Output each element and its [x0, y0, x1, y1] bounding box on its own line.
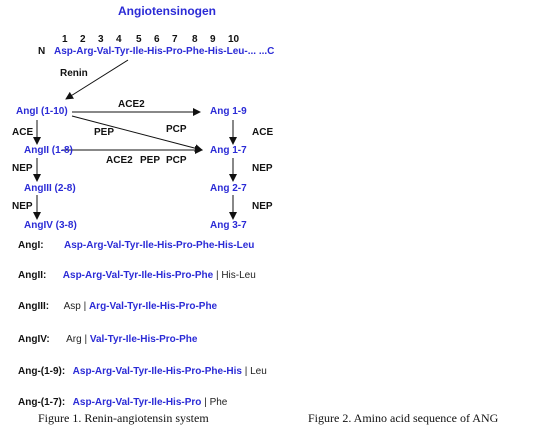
seq-post: Phe: [209, 397, 228, 408]
seq-row-ang2: AngII: Asp-Arg-Val-Tyr-Ile-His-Pro-Phe |…: [18, 265, 256, 283]
seq-label: AngI:: [18, 240, 44, 251]
enzyme-pcp: PCP: [166, 124, 187, 135]
figure-1-caption: Figure 1. Renin-angiotensin system: [38, 411, 209, 425]
node-ang3: AngIII (2-8): [24, 183, 76, 194]
node-ang4: AngIV (3-8): [24, 220, 77, 231]
node-ang37: Ang 3-7: [210, 220, 247, 231]
seq-pre: Arg: [66, 334, 82, 345]
enzyme-ace2-top: ACE2: [118, 99, 145, 110]
position-1: 1: [62, 34, 68, 45]
figure-2-caption: Figure 2. Amino acid sequence of ANG: [308, 411, 499, 425]
node-ang2: AngII (1-8): [24, 145, 73, 156]
position-9: 9: [210, 34, 216, 45]
seq-post: His-Leu: [221, 270, 256, 281]
seq-pre: Asp: [63, 301, 81, 312]
position-3: 3: [98, 34, 104, 45]
seq-row-ang4: AngIV: Arg | Val-Tyr-Ile-His-Pro-Phe: [18, 329, 197, 347]
seq-cleave-bar: |: [201, 397, 210, 408]
seq-main: Arg-Val-Tyr-Ile-His-Pro-Phe: [88, 301, 218, 312]
position-10: 10: [228, 34, 240, 45]
seq-main: Asp-Arg-Val-Tyr-Ile-His-Pro-Phe-His-Leu: [64, 240, 255, 251]
seq-row-ang19: Ang-(1-9): Asp-Arg-Val-Tyr-Ile-His-Pro-P…: [18, 361, 267, 379]
position-8: 8: [192, 34, 198, 45]
node-ang17: Ang 1-7: [210, 145, 247, 156]
position-6: 6: [154, 34, 160, 45]
arrow-pep-pcp: [71, 115, 203, 153]
enzyme-nep-right2: NEP: [252, 201, 273, 212]
position-7: 7: [172, 34, 178, 45]
seq-post: Leu: [250, 366, 267, 377]
seq-main: Val-Tyr-Ile-His-Pro-Phe: [89, 334, 198, 345]
diagram-title: Angiotensinogen: [118, 4, 216, 18]
enzyme-nep-right1: NEP: [252, 163, 273, 174]
enzyme-ace-right: ACE: [252, 127, 274, 138]
enzyme-pep: PEP: [94, 127, 115, 138]
enzyme-pep-mid: PEP: [140, 155, 161, 166]
seq-cleave-bar: |: [241, 366, 251, 377]
seq-main: Asp-Arg-Val-Tyr-Ile-His-Pro-Phe-His: [72, 366, 242, 377]
enzyme-nep-left2: NEP: [12, 201, 33, 212]
seq-cleave-bar: |: [80, 301, 89, 312]
node-ang27: Ang 2-7: [210, 183, 247, 194]
seq-main: Asp-Arg-Val-Tyr-Ile-His-Pro-Phe: [62, 270, 214, 281]
enzyme-ace2-mid: ACE2: [106, 155, 133, 166]
seq-cleave-bar: |: [213, 270, 222, 281]
seq-label: AngIV:: [18, 334, 50, 345]
enzyme-nep-left1: NEP: [12, 163, 33, 174]
position-5: 5: [136, 34, 142, 45]
seq-label: AngIII:: [18, 301, 50, 312]
seq-cleave-bar: |: [81, 334, 90, 345]
seq-row-ang1: AngI: Asp-Arg-Val-Tyr-Ile-His-Pro-Phe-Hi…: [18, 235, 254, 253]
seq-row-ang3: AngIII: Asp | Arg-Val-Tyr-Ile-His-Pro-Ph…: [18, 296, 217, 314]
node-ang1: AngI (1-10): [16, 106, 68, 117]
position-4: 4: [116, 34, 122, 45]
position-2: 2: [80, 34, 86, 45]
node-ang19: Ang 1-9: [210, 106, 247, 117]
enzyme-pcp-mid: PCP: [166, 155, 187, 166]
arrow-renin: [65, 59, 129, 100]
seq-label: Ang-(1-7):: [18, 397, 66, 408]
seq-row-ang17: Ang-(1-7): Asp-Arg-Val-Tyr-Ile-His-Pro |…: [18, 392, 227, 410]
seq-label: AngII:: [18, 270, 47, 281]
renin-label: Renin: [60, 68, 88, 79]
seq-main: Asp-Arg-Val-Tyr-Ile-His-Pro: [72, 397, 202, 408]
angiotensinogen-sequence: Asp-Arg-Val-Tyr-Ile-His-Pro-Phe-His-Leu-…: [54, 46, 275, 57]
seq-label: Ang-(1-9):: [18, 366, 66, 377]
enzyme-ace-left: ACE: [12, 127, 34, 138]
n-terminus: N: [38, 46, 46, 57]
